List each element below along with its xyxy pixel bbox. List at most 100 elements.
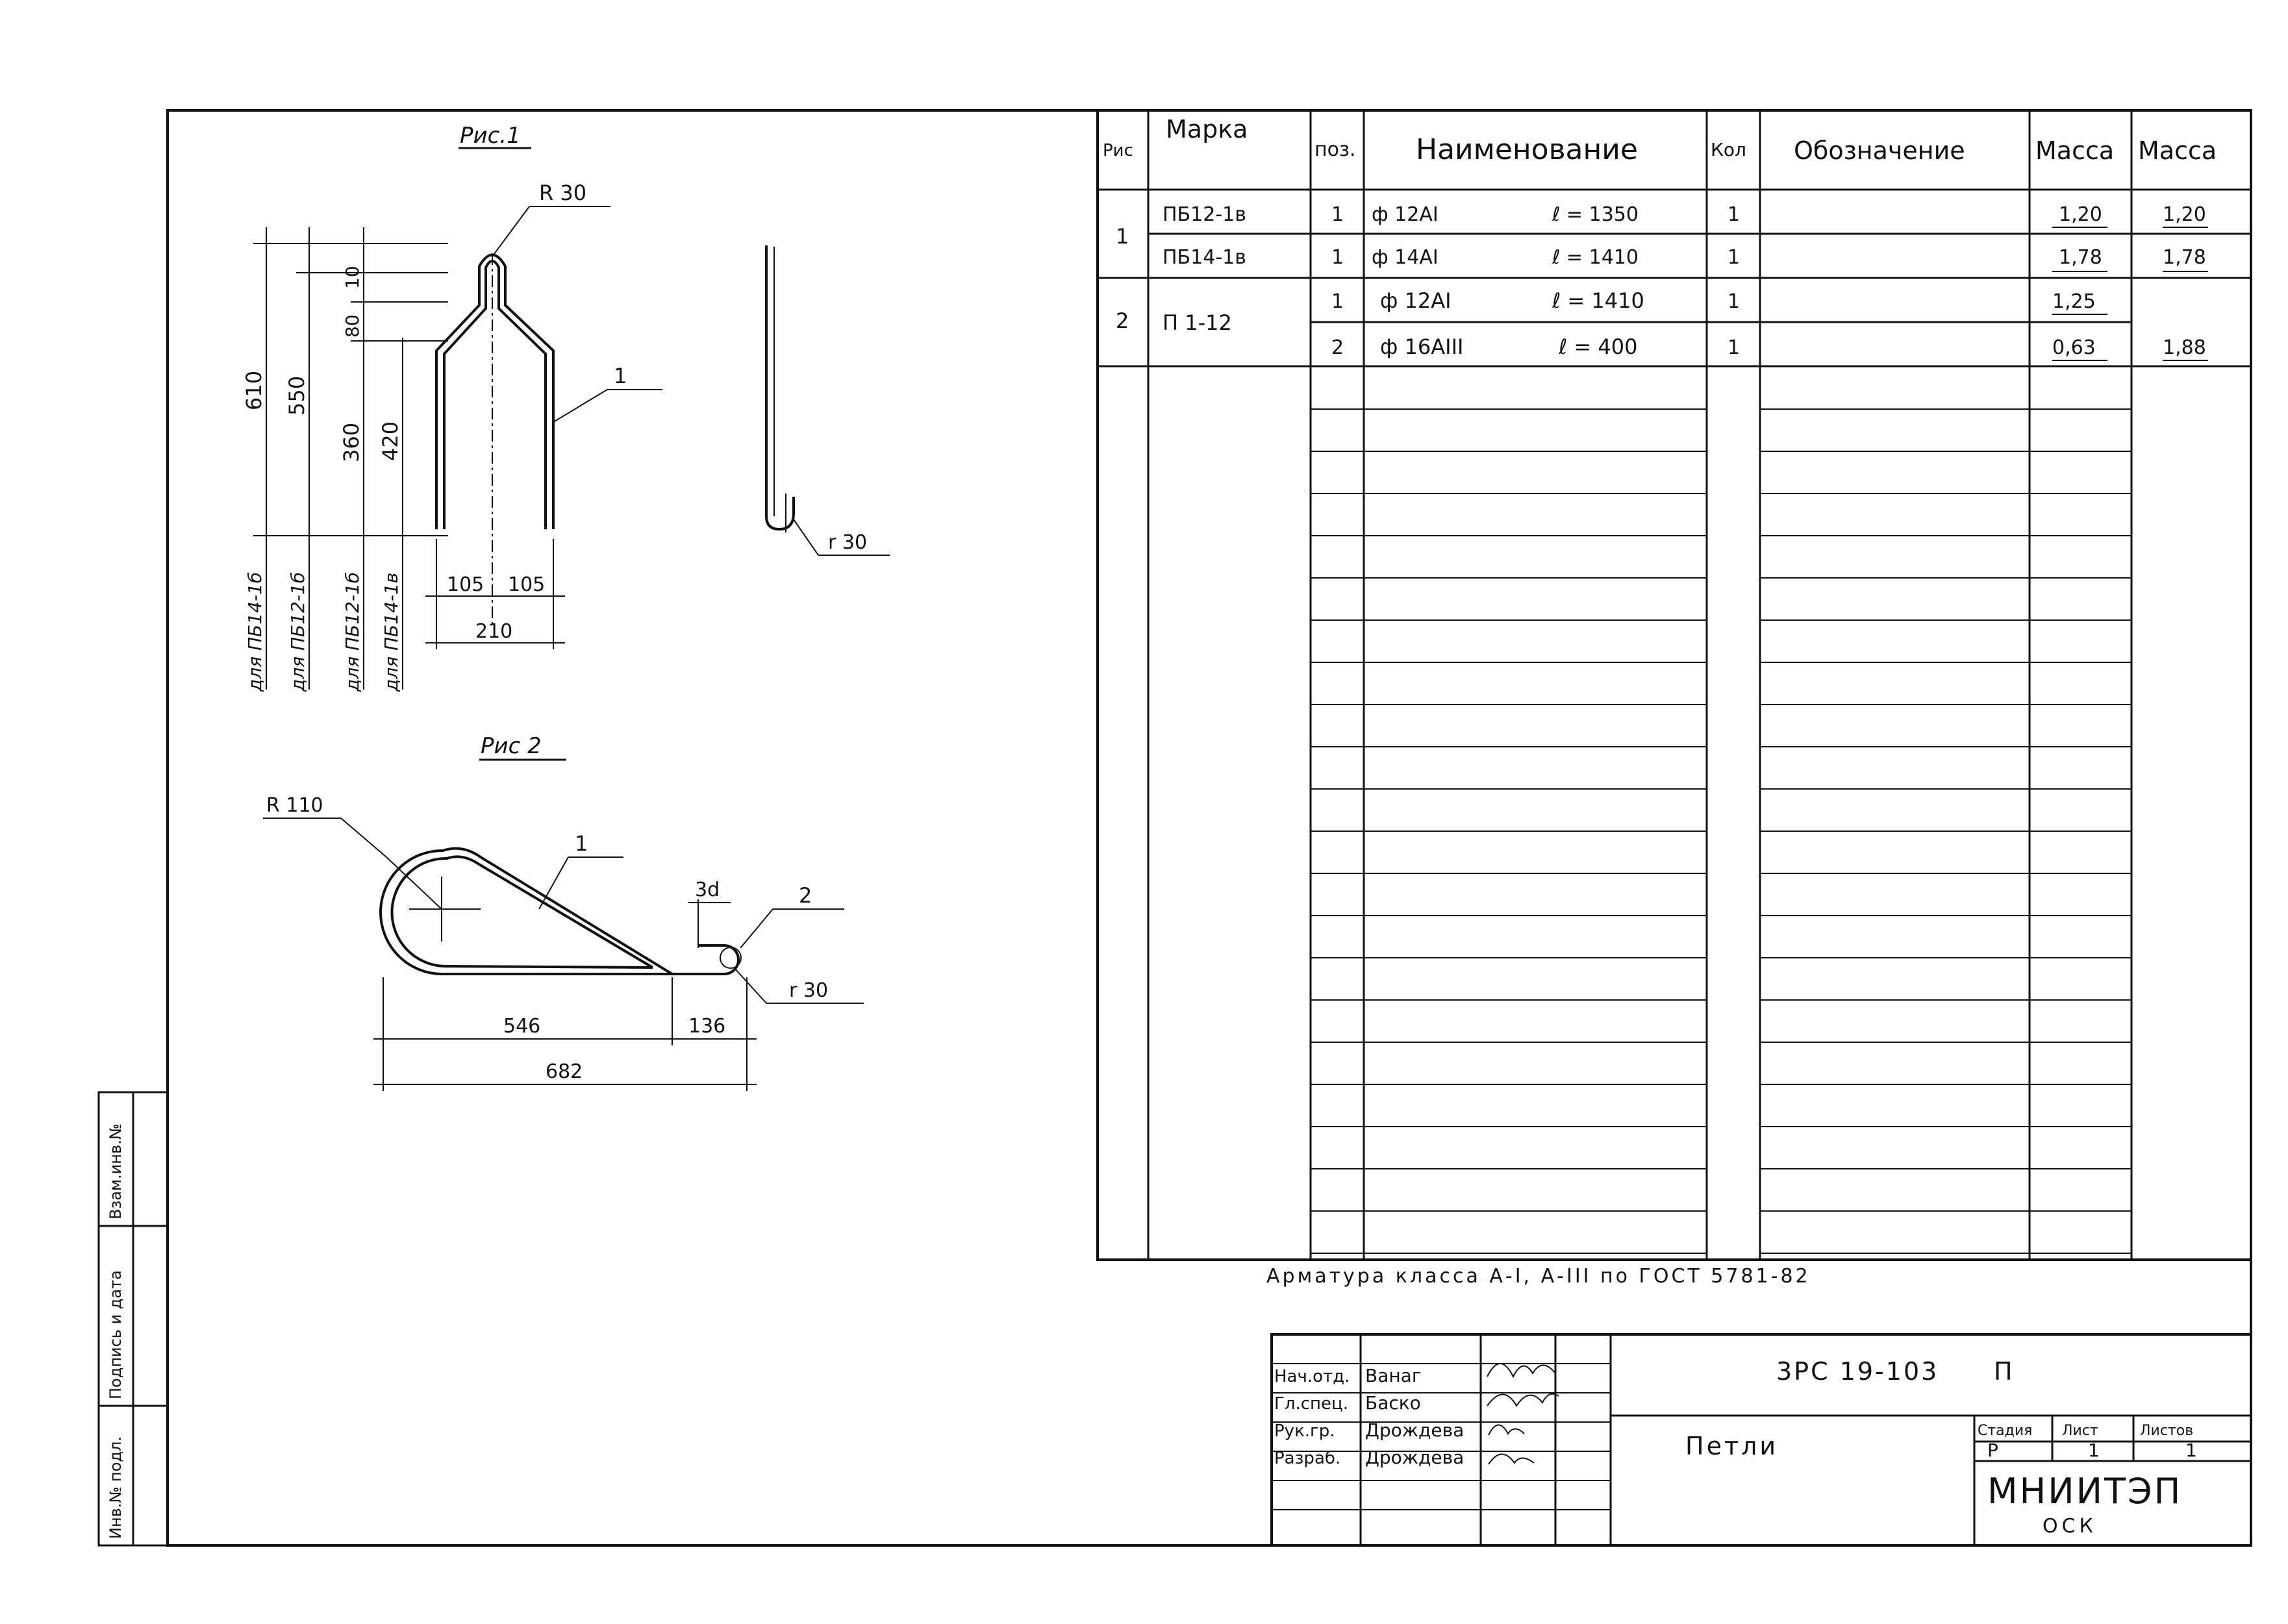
empty-rule-lines	[1311, 408, 2131, 1254]
fig1-loop-bar	[435, 253, 555, 529]
fig1-pos-label: 1	[614, 364, 627, 388]
cell-kol: 1	[1728, 336, 1740, 359]
stamp-title: Петли	[1685, 1432, 1778, 1460]
cell-marka: ПБ12-1в	[1163, 203, 1246, 226]
side-label-sign: Подпись и дата	[107, 1270, 125, 1399]
cell-len: ℓ = 400	[1558, 334, 1637, 359]
cell-mass-1: 1,20	[2059, 203, 2102, 226]
cell-dia: ф 12АI	[1372, 203, 1439, 226]
cell-ris: 2	[1116, 308, 1129, 333]
dim-210: 210	[475, 620, 512, 643]
fig1-for-label-1: для ПБ14-1б	[244, 572, 266, 692]
side-label-inv: Инв.№ подл.	[107, 1436, 125, 1539]
cell-marka: П 1-12	[1163, 310, 1232, 335]
title-block: Нач.отд. Гл.спец. Рук.гр. Разраб. Ванаг …	[1270, 1333, 2252, 1547]
cell-mass-1: 1,25	[2052, 290, 2096, 313]
cell-kol: 1	[1728, 246, 1740, 269]
header-massa-2: Масса	[2138, 136, 2217, 165]
stamp-name-1: Ванаг	[1365, 1365, 1422, 1386]
fig1-radius-top: R 30	[539, 181, 586, 205]
figure-2: Рис 2 R 110 1 3d 2 r 30	[263, 733, 864, 1091]
dim-136: 136	[688, 1015, 725, 1038]
side-strip: Инв.№ подл. Подпись и дата Взам.инв.№	[97, 1091, 169, 1547]
stamp-sheets-label: Листов	[2140, 1423, 2193, 1439]
dim-10: 10	[342, 266, 363, 289]
cell-poz: 1	[1331, 246, 1344, 269]
cell-mass-2: 1,20	[2163, 203, 2206, 226]
header-oboz: Обозначение	[1794, 136, 1965, 165]
cell-mass-2: 1,78	[2163, 246, 2206, 269]
cell-poz: 1	[1331, 290, 1344, 313]
header-marka: Марка	[1166, 115, 1248, 144]
stamp-role-3: Рук.гр.	[1274, 1421, 1335, 1441]
dim-682: 682	[546, 1060, 583, 1083]
header-massa-1: Масса	[2035, 136, 2114, 165]
stamp-name-2: Баско	[1365, 1392, 1421, 1414]
fig2-title: Рис 2	[481, 733, 542, 759]
cell-kol: 1	[1728, 203, 1740, 226]
cell-kol: 1	[1728, 290, 1740, 313]
stamp-doc-suffix: П	[1994, 1357, 2013, 1386]
fig1-for-label-4: для ПБ14-1в	[381, 573, 402, 692]
figure-1: Рис.1 R 30 1 610 550 10 80 360	[242, 123, 890, 692]
stamp-name-3: Дрождева	[1365, 1419, 1464, 1441]
header-kol: Кол	[1711, 139, 1746, 160]
dim-610: 610	[242, 371, 266, 410]
cell-len: ℓ = 1410	[1552, 246, 1639, 269]
dim-546: 546	[503, 1015, 540, 1038]
fig1-vertical-dims: 610 550 10 80 360 420	[242, 227, 448, 690]
fig1-radius-side: r 30	[828, 531, 867, 554]
cell-dia: ф 12АI	[1380, 288, 1452, 313]
fig1-for-label-2: для ПБ12-1б	[287, 572, 308, 692]
fig2-pos1: 1	[575, 831, 588, 856]
stamp-stage: Р	[1987, 1440, 1998, 1461]
cell-marka: ПБ14-1в	[1163, 246, 1246, 269]
fig1-for-label-3: для ПБ12-1б	[342, 572, 363, 692]
stamp-role-2: Гл.спец.	[1274, 1394, 1348, 1414]
fig1-side-view-bar	[765, 245, 795, 531]
stamp-sheet-label: Лист	[2062, 1423, 2098, 1439]
cell-ris: 1	[1116, 224, 1129, 249]
spec-note: Арматура класса А-I, А-III по ГОСТ 5781-…	[1266, 1265, 1811, 1288]
header-poz: поз.	[1314, 138, 1355, 161]
table-row: ПБ14-1в 1 ф 14АI ℓ = 1410 1 1,78 1,78	[1163, 246, 2206, 269]
cell-poz: 2	[1331, 336, 1344, 359]
cell-len: ℓ = 1350	[1552, 203, 1639, 226]
dim-105-left: 105	[447, 573, 484, 596]
stamp-doc-code: 3РС 19-103	[1776, 1357, 1939, 1386]
cell-mass-1: 0,63	[2052, 336, 2096, 359]
dim-360: 360	[339, 423, 364, 462]
stamp-role-4: Разраб.	[1274, 1449, 1340, 1468]
stamp-stage-label: Стадия	[1978, 1423, 2032, 1439]
side-label-replace: Взам.инв.№	[107, 1123, 125, 1219]
header-name: Наименование	[1416, 133, 1638, 166]
stamp-sheets: 1	[2185, 1440, 2197, 1461]
spec-table: Рис Марка поз. Наименование Кол Обозначе…	[1096, 109, 2252, 1261]
stamp-name-4: Дрождева	[1365, 1447, 1464, 1468]
stamp-org-sub: ОСК	[2043, 1515, 2097, 1538]
dim-420: 420	[378, 421, 403, 461]
fig1-title: Рис.1	[460, 123, 521, 149]
cell-poz: 1	[1331, 203, 1344, 226]
cell-mass-2: 1,88	[2163, 336, 2206, 359]
dim-80: 80	[342, 314, 363, 338]
fig2-loop-bar	[379, 847, 677, 975]
fig2-radius-big: R 110	[266, 794, 323, 817]
cell-dia: ф 16АIII	[1380, 334, 1463, 359]
stamp-role-1: Нач.отд.	[1274, 1367, 1350, 1386]
fig2-hook-bar	[672, 944, 740, 975]
dim-105-right: 105	[508, 573, 545, 596]
cell-mass-1: 1,78	[2059, 246, 2102, 269]
dim-550: 550	[284, 376, 309, 416]
fig2-dims: 546 136 682	[373, 977, 757, 1091]
cell-len: ℓ = 1410	[1552, 288, 1644, 313]
stamp-sheet: 1	[2088, 1440, 2100, 1461]
table-row: 2 П 1-12 1 ф 12АI ℓ = 1410 1 1,25	[1116, 288, 2096, 335]
data-row-lines	[1098, 232, 2251, 368]
table-row: 2 ф 16АIII ℓ = 400 1 0,63 1,88	[1331, 334, 2206, 359]
signature-marks	[1487, 1363, 1559, 1465]
header-ris: Рис	[1103, 141, 1133, 160]
fig1-horizontal-dims: 105 105 210	[425, 539, 565, 649]
stamp-org: МНИИТЭП	[1987, 1471, 2182, 1512]
